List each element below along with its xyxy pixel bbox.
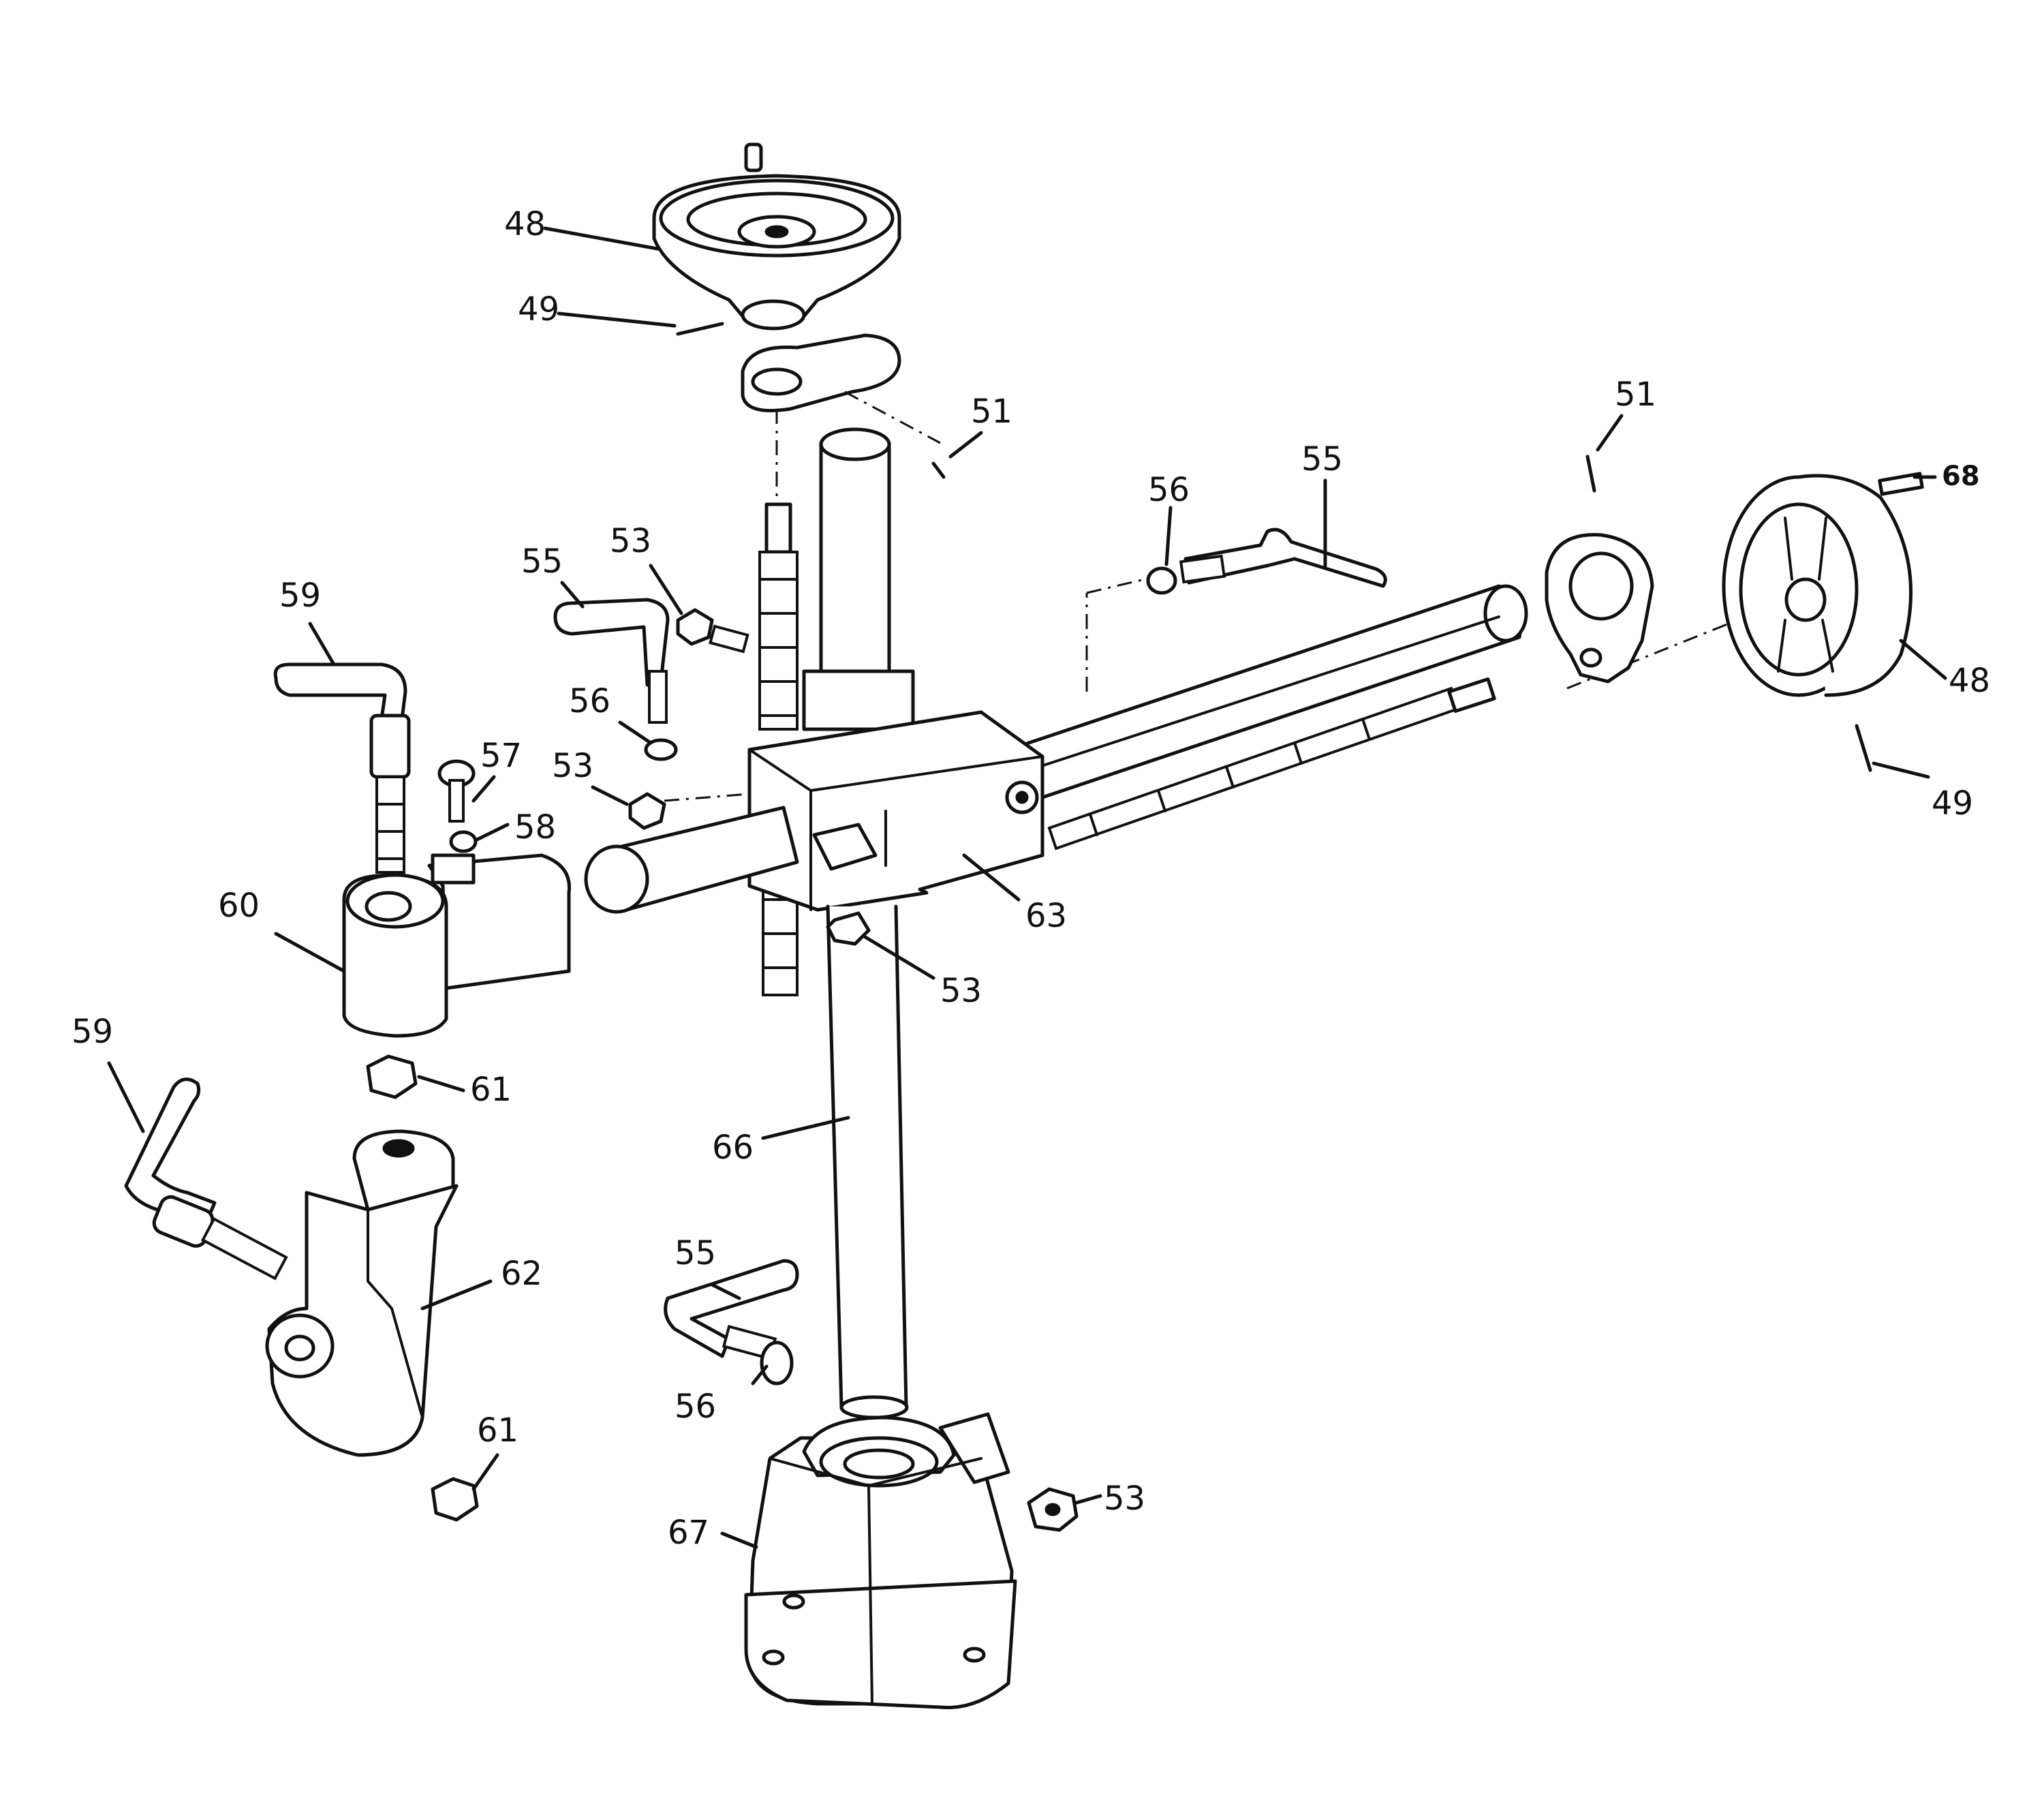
- callout-49-top: 49: [518, 290, 559, 328]
- upper-right-handle: [1146, 527, 1387, 595]
- nut-base: [1027, 1487, 1079, 1532]
- callout-55-left: 55: [521, 542, 563, 581]
- column-lower: [826, 904, 909, 1420]
- lower-handle: [664, 1259, 799, 1386]
- callout-67: 67: [668, 1514, 709, 1552]
- callout-56-right: 56: [1148, 471, 1190, 509]
- lower-clamp-lever: [124, 1077, 288, 1281]
- lower-clamp-body: [265, 1129, 459, 1457]
- callout-labels: 48 49 51 51 55 56 68 48 49 59 55 53 56 5…: [72, 205, 1990, 1552]
- callout-62: 62: [501, 1255, 542, 1293]
- callout-61-lower: 61: [477, 1411, 518, 1450]
- callout-61-upper: 61: [470, 1071, 512, 1109]
- horizontal-arm: [1006, 584, 1528, 799]
- callout-57: 57: [480, 737, 522, 775]
- callout-55-right: 55: [1301, 440, 1343, 478]
- carriage-block: [747, 710, 1044, 912]
- callout-53-left: 53: [552, 747, 593, 785]
- callout-58: 58: [514, 808, 556, 846]
- right-handwheel: [1722, 472, 1924, 697]
- callout-56-lower: 56: [675, 1388, 716, 1426]
- callout-59-top: 59: [279, 577, 321, 615]
- callout-53-center: 53: [940, 972, 982, 1010]
- callout-63: 63: [1025, 897, 1067, 935]
- callout-68: 68: [1942, 461, 1980, 492]
- top-handwheel: [652, 142, 901, 331]
- callout-60: 60: [218, 887, 260, 925]
- callout-53-base: 53: [1104, 1480, 1145, 1518]
- callout-51-right: 51: [1615, 376, 1656, 414]
- callout-56-left: 56: [569, 682, 610, 720]
- column-base: [744, 1412, 1017, 1710]
- clamp-body: [342, 853, 571, 1038]
- callout-51-top: 51: [971, 393, 1012, 431]
- column-upper: [802, 427, 915, 731]
- callout-66: 66: [712, 1129, 754, 1167]
- callout-49-right: 49: [1932, 784, 1973, 823]
- left-bar: [584, 806, 799, 914]
- callout-53-top: 53: [610, 522, 651, 560]
- upper-left-handle: [553, 598, 749, 724]
- screw-57: [437, 759, 476, 823]
- upper-clamp-lever: [273, 662, 411, 874]
- callout-48-top: 48: [504, 205, 546, 243]
- callout-55-lower: 55: [675, 1234, 716, 1272]
- callout-48-right: 48: [1949, 662, 1990, 700]
- lead-screw: [1047, 677, 1496, 851]
- callout-59-lower: 59: [72, 1013, 113, 1051]
- right-end-bracket: [1545, 533, 1654, 684]
- top-bracket: [741, 333, 941, 444]
- leader-lines: [107, 226, 1947, 1549]
